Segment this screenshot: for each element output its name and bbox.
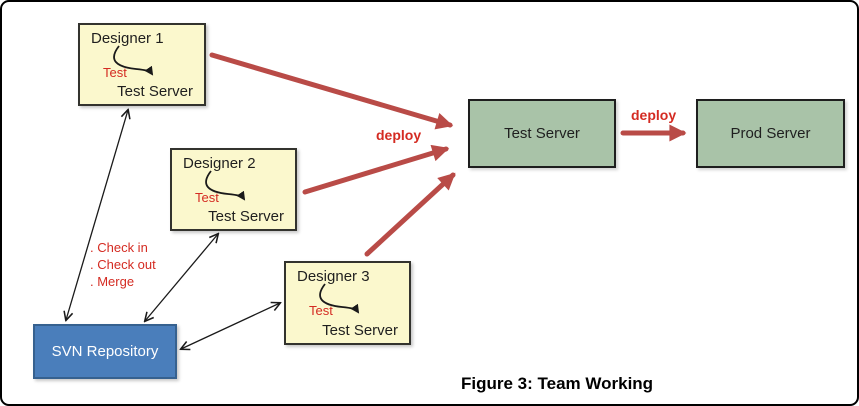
designer2-test-server-label: Test Server	[208, 208, 284, 225]
svn-repository-label: SVN Repository	[51, 343, 159, 360]
arrow-svn-designer2	[145, 234, 218, 321]
deploy-to-prod-label: deploy	[631, 107, 677, 123]
designer1-title: Designer 1	[91, 30, 164, 47]
designer1-test-label: Test	[103, 65, 127, 80]
designer2-node: Designer 2 Test Test Server	[170, 148, 297, 231]
svn-actions-list: . Check in . Check out . Merge	[90, 239, 156, 290]
svn-action-check-out: . Check out	[90, 257, 156, 272]
figure-caption: Figure 3: Team Working	[461, 374, 654, 393]
arrow-designer1-deploy	[209, 52, 454, 130]
designer1-node: Designer 1 Test Test Server	[78, 23, 206, 106]
prod-server-node: Prod Server	[696, 99, 845, 168]
designer3-node: Designer 3 Test Test Server	[284, 261, 411, 345]
designer1-test-server-label: Test Server	[117, 83, 193, 100]
designer2-test-label: Test	[195, 190, 219, 205]
svn-action-merge: . Merge	[90, 274, 135, 289]
arrow-designer3-deploy	[364, 172, 456, 257]
designer2-title: Designer 2	[183, 155, 256, 172]
test-server-label: Test Server	[504, 125, 580, 142]
prod-server-label: Prod Server	[730, 125, 811, 142]
svn-action-check-in: . Check in	[90, 240, 148, 255]
designer3-test-server-label: Test Server	[322, 322, 398, 339]
test-server-node: Test Server	[468, 99, 616, 168]
designer3-title: Designer 3	[297, 268, 370, 285]
designer3-test-label: Test	[309, 303, 333, 318]
deploy-to-test-label: deploy	[376, 127, 422, 143]
svn-repository-node: SVN Repository	[33, 324, 177, 379]
arrow-svn-designer3	[181, 303, 280, 349]
arrow-designer2-deploy	[302, 144, 450, 195]
